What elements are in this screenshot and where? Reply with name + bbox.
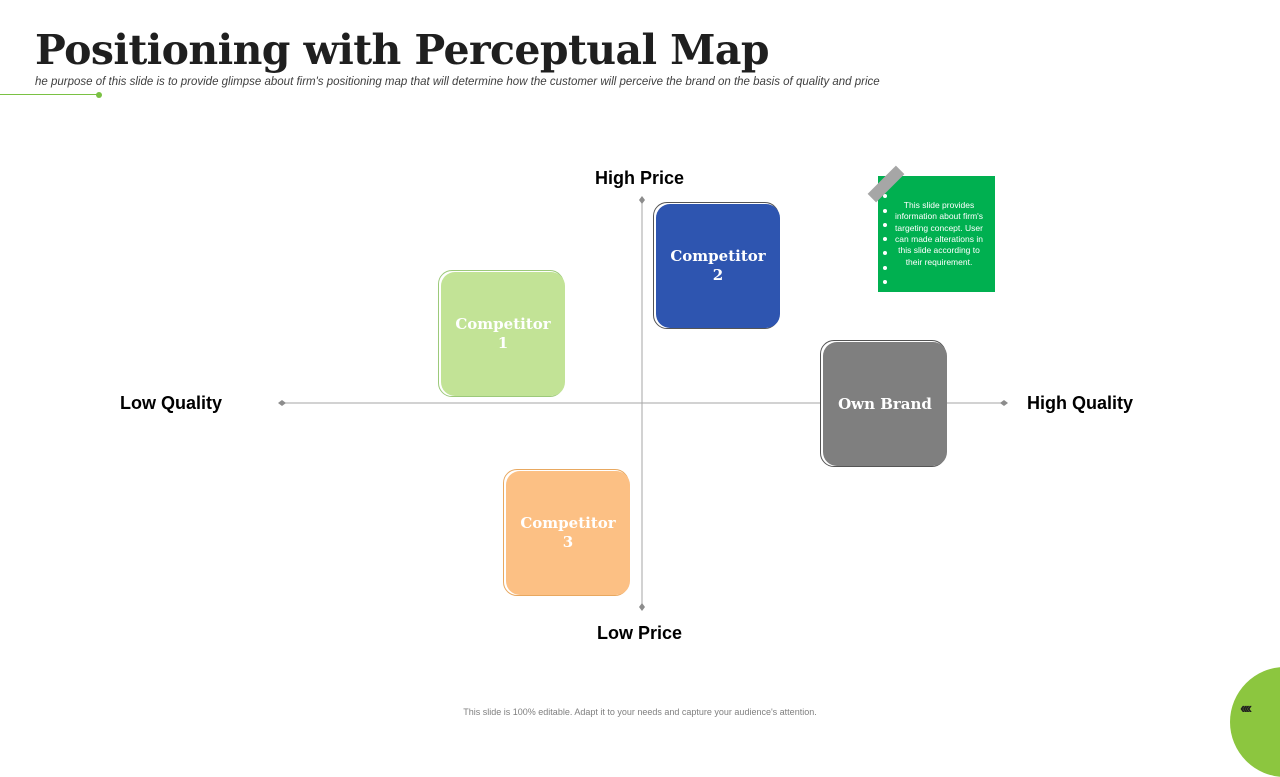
sticky-note-text: This slide provides information about fi… [894, 200, 984, 267]
footer-note: This slide is 100% editable. Adapt it to… [463, 707, 817, 717]
competitor-1-label: Competitor 1 [441, 272, 565, 396]
high-quality-label: High Quality [1027, 393, 1134, 413]
page-subtitle: he purpose of this slide is to provide g… [35, 76, 880, 88]
high-price-label: High Price [595, 168, 685, 188]
price-axis-bottom-marker [639, 603, 645, 611]
quality-axis-right-marker [1000, 400, 1008, 406]
page-title: Positioning with Perceptual Map [35, 26, 770, 74]
low-price-label: Low Price [597, 623, 683, 643]
own-brand-label: Own Brand [823, 342, 947, 466]
competitor-3-box: Competitor 3 [503, 469, 631, 596]
perceptual-map-axes [278, 196, 1008, 611]
sticky-note-binding-holes [883, 180, 889, 290]
accent-line [0, 94, 99, 95]
competitor-3-label: Competitor 3 [506, 471, 630, 595]
competitor-2-label: Competitor 2 [656, 204, 780, 328]
back-arrows-icon: ‹‹‹‹ [1240, 700, 1252, 717]
quality-axis-left-marker [278, 400, 286, 406]
sticky-note: This slide provides information about fi… [878, 176, 995, 292]
own-brand-box: Own Brand [820, 340, 948, 467]
low-quality-label: Low Quality [120, 393, 223, 413]
competitor-2-box: Competitor 2 [653, 202, 781, 329]
accent-dot [96, 92, 102, 98]
price-axis-top-marker [639, 196, 645, 204]
competitor-1-box: Competitor 1 [438, 270, 566, 397]
